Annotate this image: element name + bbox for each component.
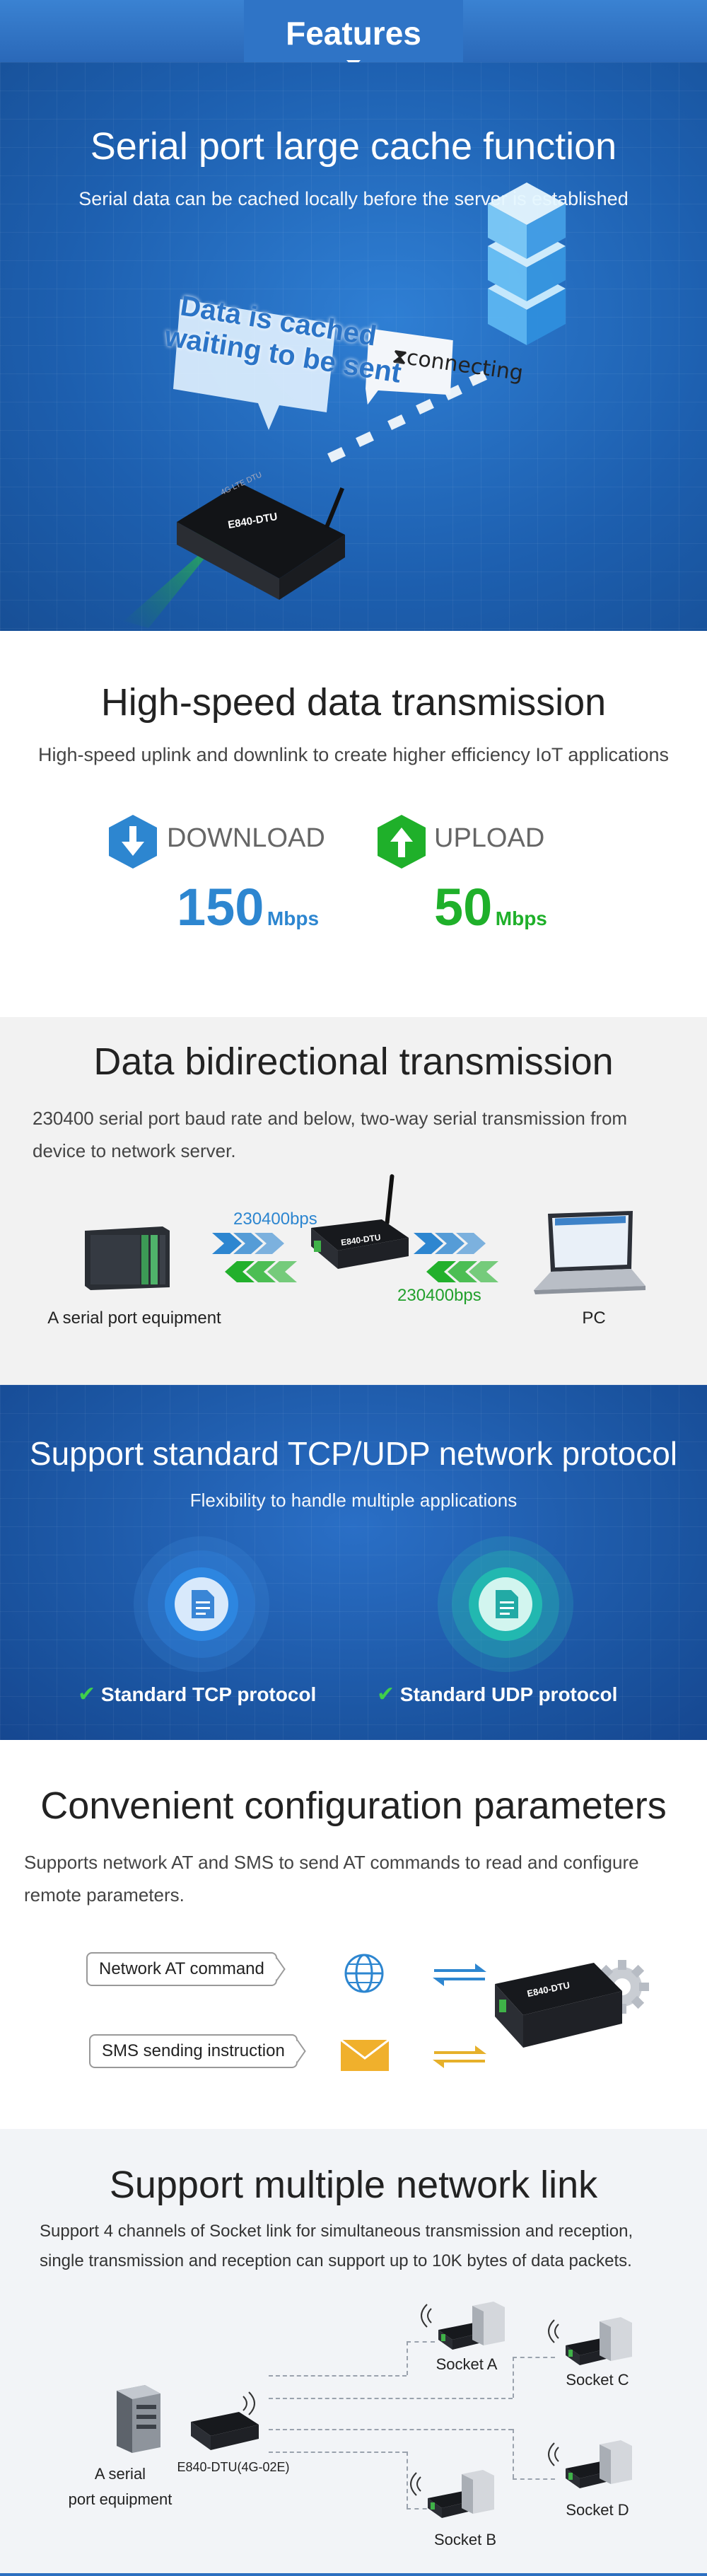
globe-icon (344, 1954, 384, 1993)
header-tab (244, 0, 463, 62)
upload-value: 50 (434, 878, 493, 936)
section-tcp-udp: Support standard TCP/UDP network protoco… (0, 1385, 707, 1740)
socket-c-server-icon (548, 2317, 632, 2365)
chevrons-right-blue-icon-2 (414, 1233, 486, 1254)
swap-arrows-yellow-icon (433, 2046, 486, 2068)
dtu-device-gear-icon (495, 1960, 649, 2048)
udp-document-icon (438, 1536, 573, 1672)
mail-icon (340, 2038, 390, 2071)
config-description: Supports network AT and SMS to send AT c… (24, 1852, 639, 1905)
background-grid-2 (0, 1385, 707, 1740)
bidir-description: 230400 serial port baud rate and below, … (33, 1108, 628, 1161)
link-line-b-h (407, 2508, 435, 2510)
dtu-device-icon-2 (191, 2391, 259, 2450)
at-command-bubble: Network AT command (86, 1952, 277, 1986)
section-speed: High-speed data transmission High-speed … (0, 631, 707, 1017)
chevrons-right-blue-icon (212, 1233, 284, 1254)
dtu-caption: E840-DTU(4G-02E) (177, 2460, 290, 2474)
socket-b-server-icon (410, 2470, 494, 2518)
footer-bar (0, 2573, 707, 2576)
multi-description: Support 4 channels of Socket link for si… (40, 2222, 633, 2270)
check-icon: ✔ (78, 1683, 96, 1706)
dtu-device-icon (177, 483, 345, 600)
section-bidirectional: Data bidirectional transmission 230400 s… (0, 1017, 707, 1385)
features-header: Features (0, 0, 707, 62)
cache-title: Serial port large cache function (90, 125, 617, 168)
tcp-label: Standard TCP protocol (100, 1683, 317, 1705)
socket-a-server-icon (421, 2302, 505, 2350)
link-line-a-h (407, 2341, 435, 2343)
link-line-b (269, 2452, 407, 2453)
section-config: Convenient configuration parameters Supp… (0, 1740, 707, 2129)
speed-title: High-speed data transmission (100, 681, 607, 724)
cache-illustration (124, 182, 566, 628)
socket-d-server-icon (548, 2440, 632, 2488)
dtu-device-icon (311, 1174, 409, 1269)
link-line-c-h (513, 2357, 555, 2358)
rate-bottom: 230400bps (397, 1286, 481, 1305)
pc-label: PC (582, 1309, 606, 1328)
tcp-protocol-item: ✔ Standard TCP protocol (78, 1682, 316, 1707)
connecting-bubble (365, 328, 453, 405)
section-cache: Serial port large cache function Serial … (0, 62, 707, 631)
swap-arrows-blue-icon (433, 1963, 486, 1986)
tcp-title: Support standard TCP/UDP network protoco… (29, 1435, 678, 1472)
speed-subtitle: High-speed uplink and downlink to create… (37, 744, 670, 765)
link-line-c-v (513, 2357, 514, 2398)
download-unit: Mbps (267, 907, 320, 929)
serial-equipment-server-icon (117, 2385, 160, 2453)
background-grid (0, 62, 707, 631)
chevrons-left-green-icon (225, 1261, 297, 1282)
multi-title: Support multiple network link (109, 2164, 598, 2206)
socket-b-label: Socket B (433, 2531, 497, 2548)
sms-instruction-bubble: SMS sending instruction (89, 2034, 298, 2068)
link-line-c (269, 2398, 513, 2399)
config-title: Convenient configuration parameters (40, 1785, 667, 1827)
serial-equipment-caption: A serial port equipment (68, 2465, 173, 2508)
link-line-a (269, 2375, 407, 2377)
chevrons-left-green-icon-2 (426, 1261, 498, 1282)
link-line-d-v (513, 2429, 514, 2478)
udp-label: Standard UDP protocol (399, 1683, 618, 1705)
data-path-dots (327, 371, 487, 463)
upload-unit: Mbps (495, 907, 547, 929)
link-line-d (269, 2429, 513, 2430)
tcp-document-icon (134, 1536, 269, 1672)
link-line-a-v (407, 2341, 408, 2375)
link-line-b-v (407, 2452, 408, 2508)
download-icon (109, 815, 157, 869)
serial-equipment-label: A serial port equipment (47, 1309, 221, 1328)
upload-speed: 50 Mbps (434, 877, 547, 937)
upload-label: UPLOAD (434, 823, 545, 853)
page-title: Features (286, 15, 421, 52)
check-icon-2: ✔ (377, 1683, 395, 1706)
download-value: 150 (177, 878, 264, 936)
caret-down-icon (346, 60, 361, 62)
download-speed: 150 Mbps (177, 877, 319, 937)
tcp-subtitle: Flexibility to handle multiple applicati… (189, 1490, 518, 1511)
serial-equipment-icon (85, 1226, 170, 1290)
socket-a-label: Socket A (436, 2355, 498, 2373)
bidir-title: Data bidirectional transmission (93, 1040, 614, 1083)
rate-top: 230400bps (233, 1209, 317, 1229)
socket-d-label: Socket D (566, 2501, 629, 2519)
cloud-server-stack-icon (488, 182, 566, 345)
socket-c-label: Socket C (566, 2371, 629, 2389)
udp-protocol-item: ✔ Standard UDP protocol (377, 1682, 617, 1707)
download-label: DOWNLOAD (167, 823, 325, 853)
upload-icon (378, 815, 426, 869)
cached-bubble (173, 299, 336, 430)
laptop-pc-icon (534, 1211, 645, 1294)
link-line-d-h (513, 2478, 555, 2480)
section-multi-link: Support multiple network link Support 4 … (0, 2129, 707, 2576)
